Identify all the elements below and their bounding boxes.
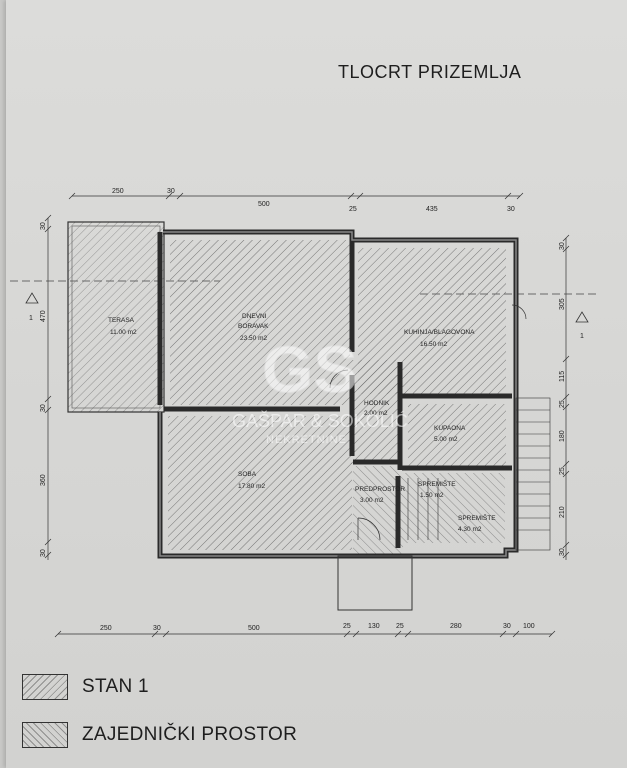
stan-1-hatch <box>168 240 506 550</box>
room-area-hodnik: 2.00 m2 <box>364 410 388 417</box>
entrance-porch <box>337 555 413 611</box>
dim-right-3: 25 <box>559 400 566 408</box>
terrace-outline <box>67 221 165 413</box>
section-marker-right <box>575 311 589 323</box>
stairs <box>407 397 551 551</box>
dim-left-3: 360 <box>40 474 47 486</box>
plan-title: TLOCRT PRIZEMLJA <box>338 62 522 82</box>
dim-bottom-0: 250 <box>100 625 112 632</box>
dim-right-0: 30 <box>559 242 566 250</box>
terrace-area <box>68 222 164 412</box>
dim-left-0: 30 <box>40 222 47 230</box>
dim-bottom-3: 25 <box>343 623 351 630</box>
room-name-spremiste-1: SPREMIŠTE <box>418 479 456 488</box>
dim-bottom-6: 280 <box>450 623 462 630</box>
wall-inner <box>159 231 517 557</box>
room-name-spremiste-2: SPREMIŠTE <box>458 513 496 522</box>
common-area-hatch <box>353 466 505 554</box>
room-name-kuhinja: KUHINJA/BLAGOVONA <box>404 329 475 336</box>
room-name-soba: SOBA <box>238 471 257 478</box>
room-name-terasa: TERASA <box>108 317 135 324</box>
room-area-spremiste-2: 4.30 m2 <box>458 526 482 533</box>
dim-top-1: 30 <box>167 188 175 195</box>
room-area-dnevni-boravak: 23.50 m2 <box>240 335 267 342</box>
legend-swatch-zajednicki-prostor <box>22 722 68 748</box>
room-name-hodnik: HODNIK <box>364 400 390 407</box>
room-name-kupaona: KUPAONA <box>434 425 466 432</box>
room-area-predprostor: 3.00 m2 <box>360 497 384 504</box>
legend-swatch-stan-1 <box>22 674 68 700</box>
dimension-lines <box>44 192 570 638</box>
dim-right-2: 115 <box>559 371 566 382</box>
dim-right-5: 25 <box>559 467 566 475</box>
dim-bottom-8: 100 <box>523 623 535 630</box>
room-name-boravak: BORAVAK <box>238 323 269 330</box>
legend-item-zajednicki-prostor: ZAJEDNIČKI PROSTOR <box>22 722 297 748</box>
legend-item-stan-1: STAN 1 <box>22 674 149 700</box>
dim-bottom-7: 30 <box>503 623 511 630</box>
dim-right-4: 180 <box>559 430 566 442</box>
legend-label-zajednicki-prostor: ZAJEDNIČKI PROSTOR <box>82 724 298 745</box>
dim-left-4: 30 <box>40 549 47 557</box>
dim-bottom-2: 500 <box>248 625 260 632</box>
room-area-kupaona: 5.00 m2 <box>434 436 458 443</box>
door-swings <box>329 304 527 541</box>
dim-right-6: 210 <box>559 506 566 518</box>
dim-left-2: 30 <box>40 404 47 412</box>
dim-bottom-1: 30 <box>153 625 161 632</box>
dim-right-1: 305 <box>559 298 566 310</box>
watermark-line1: GAŠPAR & SOKOLIĆ <box>232 410 408 431</box>
dim-top-3: 25 <box>349 206 357 213</box>
watermark-logo: GS <box>262 332 357 406</box>
dim-top-2: 500 <box>258 201 270 208</box>
room-name-dnevni: DNEVNI <box>242 313 267 320</box>
legend-label-stan-1: STAN 1 <box>82 676 149 697</box>
room-area-terasa: 11.00 m2 <box>110 329 137 336</box>
dim-bottom-5: 25 <box>396 623 404 630</box>
room-name-predprostor: PREDPROSTOR <box>355 486 405 493</box>
agency-watermark: GS GAŠPAR & SOKOLIĆ NEKRETNINE <box>232 332 408 447</box>
room-area-kuhinja: 16.50 m2 <box>420 341 447 348</box>
section-mark-left: 1 <box>29 315 33 322</box>
room-area-spremiste-1: 1.50 m2 <box>420 492 444 499</box>
dim-right-7: 30 <box>559 548 566 556</box>
dim-top-5: 30 <box>507 206 515 213</box>
dim-bottom-4: 130 <box>368 623 380 630</box>
section-mark-right: 1 <box>580 333 584 340</box>
dim-left-1: 470 <box>40 310 47 322</box>
room-area-soba: 17.80 m2 <box>238 483 265 490</box>
section-marker-left <box>25 292 39 304</box>
dim-top-0: 250 <box>112 188 124 195</box>
dim-top-4: 435 <box>426 206 438 213</box>
watermark-line2: NEKRETNINE <box>266 434 347 446</box>
dimension-ticks <box>44 192 570 638</box>
